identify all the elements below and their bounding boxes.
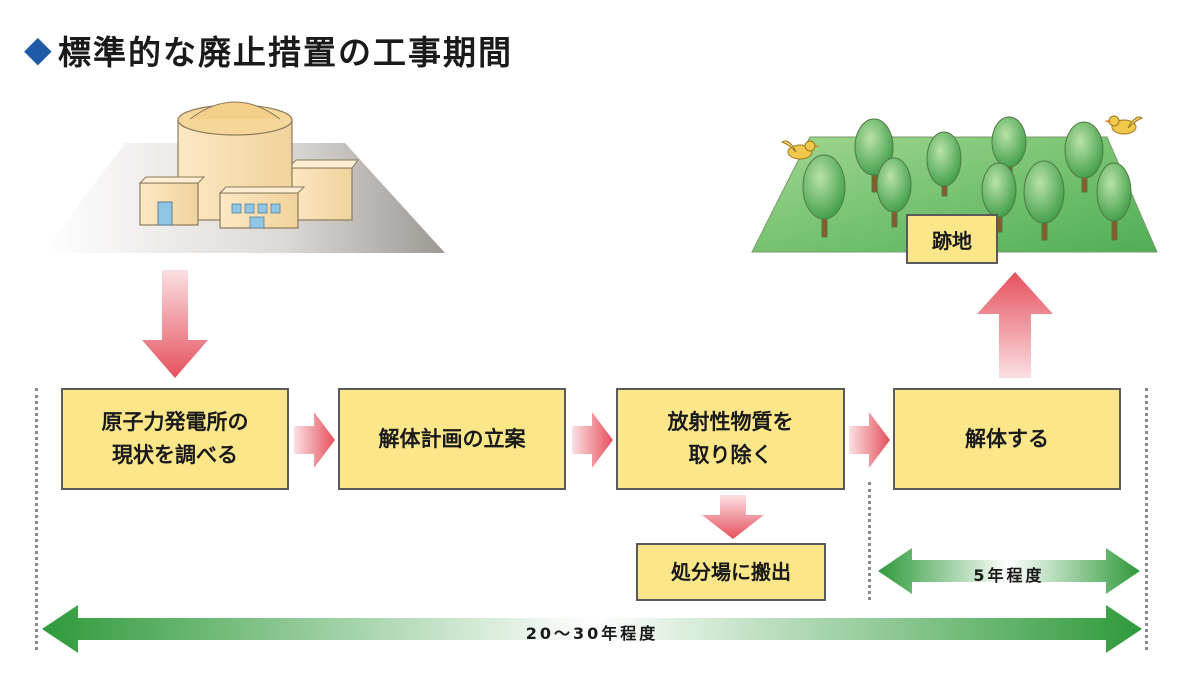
bird-icon	[1104, 115, 1143, 135]
site-label: 跡地	[906, 214, 998, 264]
dotted-line-mid	[868, 482, 871, 600]
period-arrow-total	[42, 605, 1142, 653]
title-text: 標準的な廃止措置の工事期間	[58, 33, 513, 72]
arrow-right-3	[849, 412, 890, 468]
bird-icon	[780, 140, 820, 160]
period-dismantle-label: 5年程度	[973, 566, 1045, 585]
period-arrow-dismantle	[878, 548, 1140, 594]
disposal-box: 処分場に搬出	[636, 543, 826, 601]
trees	[802, 116, 1132, 241]
arrow-right-2	[572, 412, 613, 468]
diamond-marker-icon: ◆	[24, 29, 54, 70]
arrow-right-1	[294, 412, 335, 468]
step-remove-radioactive: 放射性物質を 取り除く	[616, 388, 845, 490]
forest-site-illustration	[751, 115, 1158, 253]
step-survey: 原子力発電所の 現状を調べる	[61, 388, 289, 490]
page-title: ◆ 標準的な廃止措置の工事期間	[24, 26, 513, 74]
dotted-line-right	[1145, 388, 1148, 650]
dotted-line-left	[35, 388, 38, 650]
step-dismantle: 解体する	[893, 388, 1121, 490]
power-plant-illustration	[42, 101, 445, 253]
arrow-up-to-site	[977, 272, 1053, 378]
step-plan: 解体計画の立案	[338, 388, 566, 490]
arrow-down-to-disposal	[702, 495, 764, 539]
arrow-down-from-plant	[142, 270, 208, 378]
period-total-label: 20～30年程度	[525, 624, 659, 643]
